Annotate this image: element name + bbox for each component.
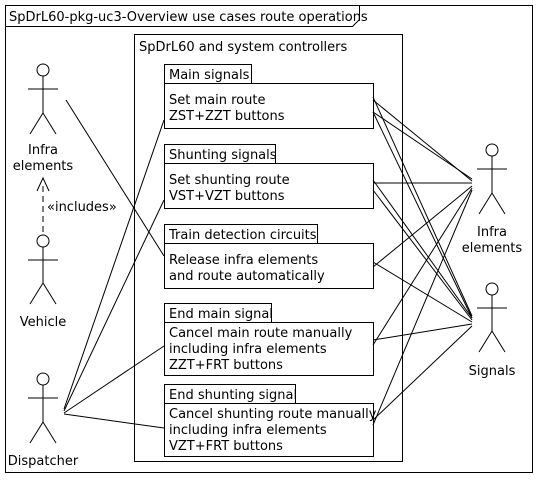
package-tab-label: End main signal [169,307,273,322]
frame-title: SpDrL60-pkg-uc3-Overview use cases route… [9,10,368,25]
use-case-line: ZST+ZZT buttons [169,109,285,124]
use-case-line: ZZT+FRT buttons [169,358,283,373]
actor-infra-elements-right [477,143,507,215]
association-line [372,325,473,421]
actor-signals [477,282,507,353]
actor-label: Signals [469,364,516,379]
package-tab-label: End shunting signal [169,388,297,403]
package-tab-label: Train detection circuits [168,228,317,243]
package-tab-label: Shunting signals [169,148,277,163]
actor-vehicle [28,234,58,305]
includes-arrowhead [36,176,50,192]
use-case-line: VST+VZT buttons [169,189,285,204]
actor-head [36,234,50,248]
package-body [164,163,374,209]
frame-title-tab [5,5,360,27]
actor-dispatcher [28,372,58,444]
association-line [63,199,165,412]
package-main-signals: Main signals Set main route ZST+ZZT butt… [164,64,374,129]
system-title: SpDrL60 and system controllers [139,40,348,55]
association-line [372,189,473,426]
use-case-line: Set main route [169,93,265,108]
actor-label: Infra [28,143,58,158]
use-case-line: Cancel shunting route manually [169,407,377,422]
actor-label: Dispatcher [8,454,79,469]
association-line [372,111,473,319]
actor-label: Infra [477,225,507,240]
package-body [164,322,374,376]
actor-label: Vehicle [20,315,67,330]
associations [63,96,473,429]
association-line [372,185,473,268]
package-body [164,243,374,289]
association-line [372,261,473,323]
actor-head [36,372,50,386]
association-line [372,179,473,319]
association-line [372,187,473,346]
association-line [63,413,165,429]
association-line [63,119,165,410]
use-case-line: including infra elements [169,342,327,357]
association-line [372,96,473,317]
actor-label: elements [462,241,523,256]
actor-head [485,282,499,296]
package-end-shunting-signal: End shunting signal Cancel shunting rout… [164,384,377,457]
use-case-line: and route automatically [169,269,325,284]
use-case-line: Release infra elements [169,253,318,268]
package-body [164,403,374,457]
association-line [65,99,165,257]
use-case-line: Set shunting route [169,173,290,188]
association-line [372,323,473,341]
association-line [372,111,473,180]
package-shunting-signals: Shunting signals Set shunting route VST+… [164,144,374,209]
package-train-detection: Train detection circuits Release infra e… [164,224,374,289]
use-case-line: VZT+FRT buttons [169,439,283,454]
actor-head [36,63,50,77]
actor-head [485,143,499,157]
includes-label: «includes» [47,200,117,215]
association-line [372,189,473,321]
package-tab-label: Main signals [169,68,250,83]
association-line [63,345,165,414]
package-body [164,83,374,129]
use-case-line: including infra elements [169,423,327,438]
actor-label: elements [13,159,74,174]
actor-infra-elements-left [28,63,58,135]
use-case-line: Cancel main route manually [169,326,353,341]
system-boundary [134,34,403,462]
package-end-main-signal: End main signal Cancel main route manual… [164,303,374,376]
